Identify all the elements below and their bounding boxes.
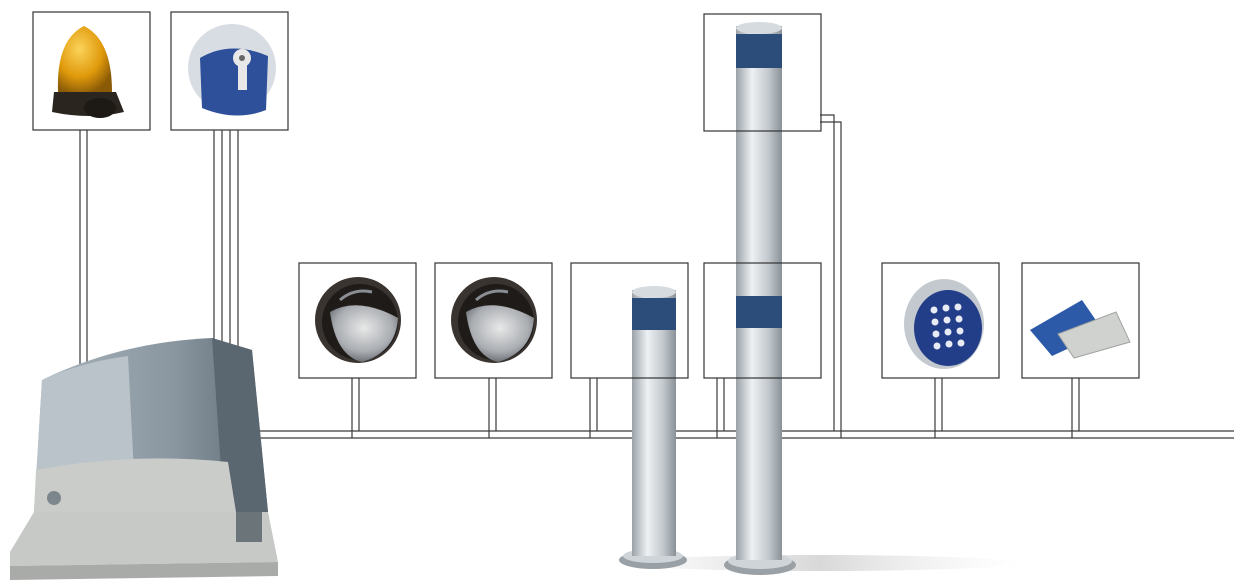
flashing-light-icon bbox=[52, 26, 124, 118]
column-top-wire bbox=[820, 121, 842, 438]
sliding-gate-motor-icon bbox=[10, 338, 278, 580]
photocell-icon bbox=[451, 277, 537, 363]
photocell-box bbox=[298, 262, 417, 379]
key-selector-box bbox=[170, 11, 289, 131]
photocell-column-short bbox=[619, 286, 687, 569]
transponder-card-box bbox=[1021, 262, 1140, 379]
key-selector-icon bbox=[188, 24, 276, 116]
photocell-icon bbox=[315, 277, 401, 363]
photocell-column-tall-top-box bbox=[703, 13, 822, 132]
photocell-column-short-box bbox=[570, 262, 689, 379]
photocell-column-tall-middle-box bbox=[703, 262, 822, 379]
wiring bbox=[79, 114, 1234, 439]
photocell-box bbox=[434, 262, 553, 379]
column-top-wire bbox=[820, 114, 835, 431]
transponder-card-reader-icon bbox=[1030, 300, 1131, 359]
floor-shadow bbox=[620, 555, 1020, 571]
photocell-column-tall bbox=[724, 22, 796, 575]
digital-keypad-box bbox=[881, 262, 1000, 379]
flashing-light-box bbox=[32, 11, 151, 131]
digital-keypad-icon bbox=[904, 279, 984, 369]
